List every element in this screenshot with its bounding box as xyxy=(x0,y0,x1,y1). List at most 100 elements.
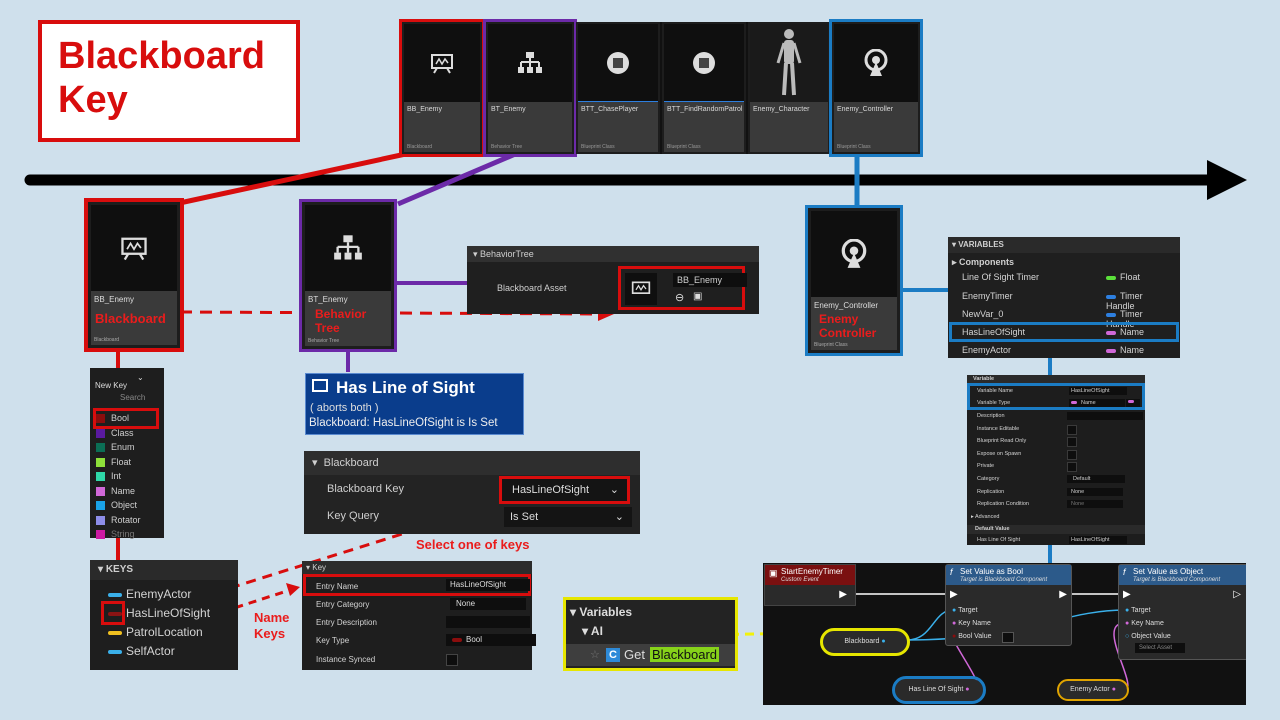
bool-value-pin[interactable]: ● Bool Value xyxy=(952,633,992,640)
asset-tile-enemy-character[interactable]: Enemy_Character xyxy=(748,22,830,154)
sphere-cube-icon xyxy=(607,52,629,74)
type-item-class[interactable]: Class xyxy=(96,426,156,441)
type-item-float[interactable]: Float xyxy=(96,455,156,470)
type-item-object[interactable]: Object xyxy=(96,498,156,513)
new-key-button[interactable]: New Key⌄ xyxy=(95,373,144,390)
category-dropdown[interactable]: Default xyxy=(1067,475,1125,483)
tile-name: BB_Enemy xyxy=(407,106,443,113)
instance-editable-checkbox[interactable] xyxy=(1067,425,1077,435)
description-input[interactable] xyxy=(1067,412,1143,420)
type-item-string[interactable]: String xyxy=(96,527,156,542)
variable-details-panel: Variable Variable Name HasLineOfSight Va… xyxy=(967,375,1145,545)
exec-out-pin[interactable]: ▷ xyxy=(1233,589,1241,600)
asset-picker[interactable]: BB_Enemy ⊖ ▣ xyxy=(618,266,747,310)
decorator-blackboard-panel: ▾ Blackboard Blackboard Key HasLineOfSig… xyxy=(304,451,640,534)
entry-name-input[interactable]: HasLineOfSight xyxy=(446,579,530,591)
event-graph[interactable]: ▣ StartEnemyTimer Custom Event ▶ f Set V… xyxy=(763,563,1246,705)
folder-icon[interactable]: ▣ xyxy=(693,291,703,302)
default-value-input[interactable]: HasLineOfSight xyxy=(1069,536,1127,544)
ai-category[interactable]: ▾ AI xyxy=(582,624,603,638)
type-search-input[interactable]: Search xyxy=(120,393,146,402)
sphere-cube-icon xyxy=(693,52,715,74)
blackboard-key-dropdown[interactable]: HasLineOfSight⌄ xyxy=(499,476,630,504)
asset-type: Behavior Tree xyxy=(308,338,340,344)
key-item-enemyactor[interactable]: EnemyActor xyxy=(108,587,191,601)
key-item-patrollocation[interactable]: PatrolLocation xyxy=(108,625,203,639)
big-asset-enemy-controller[interactable]: Enemy_Controller Enemy Controller Bluepr… xyxy=(805,205,903,356)
set-value-as-object-node[interactable]: f Set Value as Object Target is Blackboa… xyxy=(1118,564,1246,660)
key-row-label: Instance Synced xyxy=(316,655,376,664)
exec-in-pin[interactable]: ▶ xyxy=(1123,589,1131,600)
browse-icon[interactable]: ⊖ xyxy=(675,292,685,304)
ai-controller-icon xyxy=(864,49,888,76)
panel-header: ▾ BehaviorTree xyxy=(467,246,759,262)
target-pin[interactable]: ● Target xyxy=(952,607,978,614)
enemy-actor-node[interactable]: Enemy Actor ● xyxy=(1057,679,1129,701)
replication-condition-dropdown[interactable]: None xyxy=(1067,500,1123,508)
private-checkbox[interactable] xyxy=(1067,462,1077,472)
var-detail-label: Replication Condition xyxy=(977,501,1029,507)
key-type-dropdown[interactable]: Bool xyxy=(446,634,536,646)
bool-checkbox[interactable] xyxy=(1002,632,1014,643)
read-only-checkbox[interactable] xyxy=(1067,437,1077,447)
name-keys-annotation: Name Keys xyxy=(254,610,290,641)
type-item-int[interactable]: Int xyxy=(96,469,156,484)
get-blackboard-node[interactable]: Blackboard ● xyxy=(820,628,910,656)
variable-name-input[interactable]: HasLineOfSight xyxy=(1069,387,1127,395)
exec-out-pin[interactable]: ▶ xyxy=(1059,589,1067,600)
type-item-enum[interactable]: Enum xyxy=(96,440,156,455)
components-section[interactable]: ▸ Components xyxy=(952,257,1015,267)
big-asset-bb-enemy[interactable]: BB_Enemy Blackboard Blackboard xyxy=(84,198,184,352)
key-item-haslineofsight[interactable]: HasLineOfSight xyxy=(108,606,210,620)
type-item-rotator[interactable]: Rotator xyxy=(96,513,156,528)
advanced-section[interactable]: ▸ Advanced xyxy=(971,514,1000,520)
object-value-pin[interactable]: ○ Object Value xyxy=(1125,633,1171,640)
decorator-icon xyxy=(312,379,328,392)
entry-description-input[interactable] xyxy=(446,616,530,628)
set-value-as-bool-node[interactable]: f Set Value as Bool Target is Blackboard… xyxy=(945,564,1072,646)
custom-event-node[interactable]: ▣ StartEnemyTimer Custom Event ▶ xyxy=(764,564,856,606)
get-blackboard-item[interactable]: ☆ C Get Blackboard xyxy=(566,644,735,666)
container-type-dropdown[interactable] xyxy=(1126,399,1140,407)
target-pin[interactable]: ● Target xyxy=(1125,607,1151,614)
type-item-name[interactable]: Name xyxy=(96,484,156,499)
key-row-label: Entry Category xyxy=(316,600,370,609)
behavior-tree-icon xyxy=(334,235,362,260)
asset-dropdown[interactable]: BB_Enemy xyxy=(673,273,747,287)
tile-name: Enemy_Controller xyxy=(837,106,894,113)
exec-out-pin[interactable]: ▶ xyxy=(839,589,847,600)
var-detail-label: Variable Name xyxy=(977,388,1013,394)
key-item-selfactor[interactable]: SelfActor xyxy=(108,644,175,658)
has-line-of-sight-node[interactable]: Has Line Of Sight ● xyxy=(892,676,986,704)
variable-type-dropdown[interactable]: Name xyxy=(1069,399,1125,407)
replication-dropdown[interactable]: None xyxy=(1067,488,1123,496)
key-query-dropdown[interactable]: Is Set⌄ xyxy=(504,507,632,527)
expose-on-spawn-checkbox[interactable] xyxy=(1067,450,1077,460)
key-name-pin[interactable]: ● Key Name xyxy=(1125,620,1164,627)
instance-synced-checkbox[interactable] xyxy=(446,654,458,666)
decorator-aborts: ( aborts both ) xyxy=(310,402,379,414)
title-text: Blackboard Key xyxy=(58,35,265,121)
big-asset-bt-enemy[interactable]: BT_Enemy Behavior Tree Behavior Tree xyxy=(299,199,397,352)
key-name-pin[interactable]: ● Key Name xyxy=(952,620,991,627)
decorator-node[interactable]: Has Line of Sight ( aborts both ) Blackb… xyxy=(305,373,524,435)
type-item-bool[interactable]: Bool xyxy=(93,408,159,429)
select-keys-annotation: Select one of keys xyxy=(416,537,530,552)
asset-name: BT_Enemy xyxy=(308,295,348,304)
var-header-highlight xyxy=(967,383,1145,410)
decorator-title: Has Line of Sight xyxy=(336,378,475,397)
asset-thumb xyxy=(625,273,657,305)
entry-category-dropdown[interactable]: None xyxy=(450,598,526,610)
select-asset-dropdown[interactable]: Select Asset xyxy=(1135,643,1185,653)
exec-in-pin[interactable]: ▶ xyxy=(950,589,958,600)
